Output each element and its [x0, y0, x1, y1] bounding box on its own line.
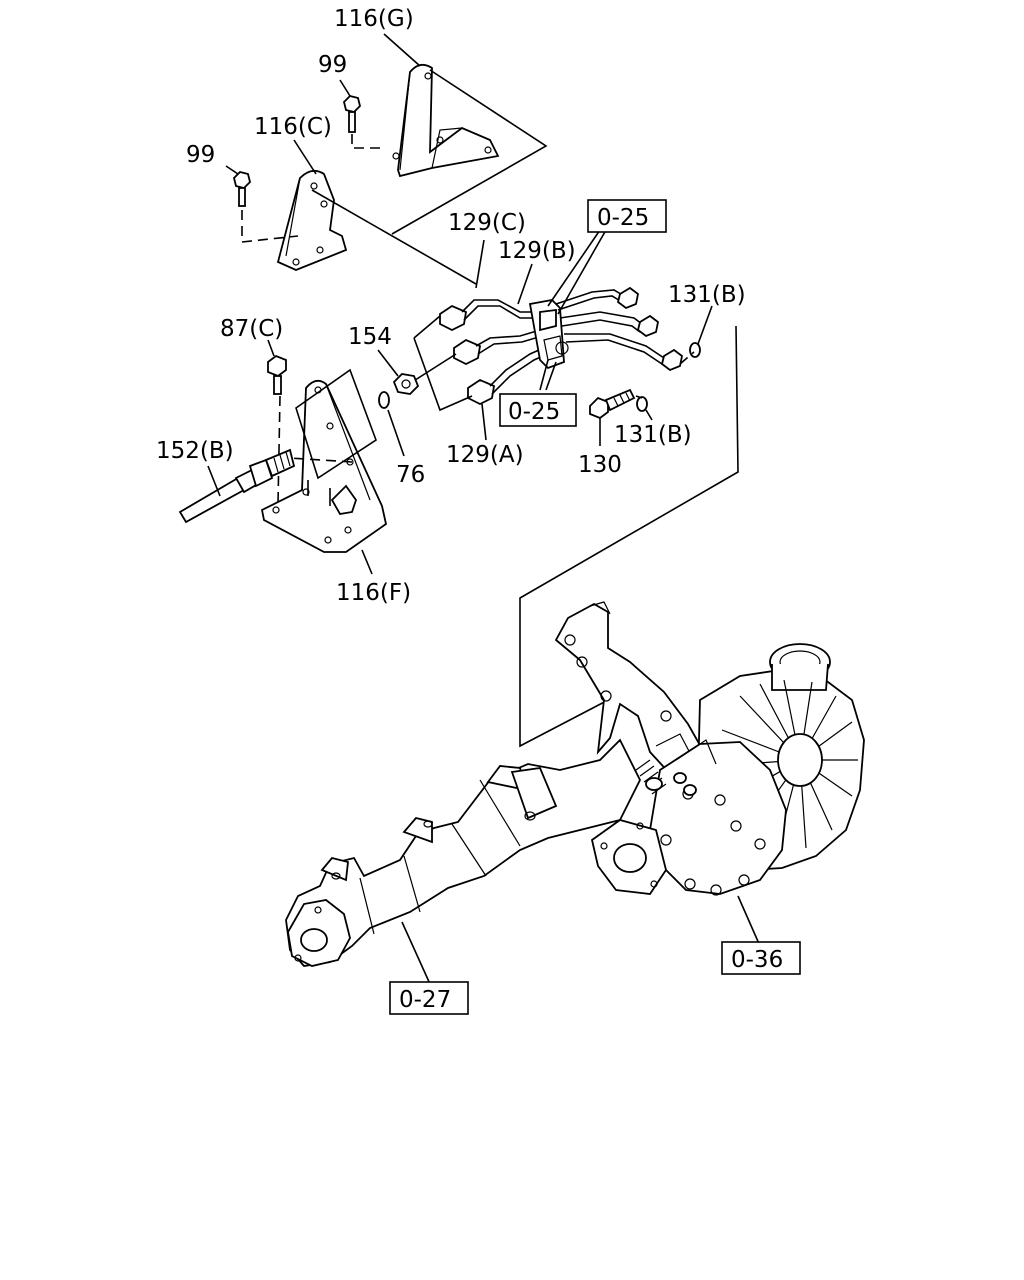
bolt-99-lower: [233, 171, 251, 207]
bracket-116f: [260, 379, 388, 553]
leader-129c-end: [413, 315, 441, 339]
leader-116c-frame: [311, 189, 477, 285]
label-129b: 129(B): [498, 238, 576, 264]
label-152b: 152(B): [156, 438, 234, 464]
ref-box-025-top[interactable]: 0-25: [587, 199, 667, 233]
washer-131b-bottom: [636, 396, 648, 412]
label-116f: 116(F): [336, 580, 411, 606]
leader-129-frame: [413, 337, 473, 412]
ref-025-mid-text: 0-25: [508, 399, 560, 425]
ref-box-027[interactable]: 0-27: [389, 981, 469, 1015]
leader-036: [737, 895, 761, 947]
label-130: 130: [578, 452, 622, 478]
label-131b-bottom: 131(B): [614, 422, 692, 448]
leader-116f-frame: [295, 368, 377, 480]
bracket-116c: [276, 169, 348, 271]
label-76: 76: [396, 462, 425, 488]
ref-box-036[interactable]: 0-36: [721, 941, 801, 975]
label-154: 154: [348, 324, 392, 350]
label-leaders: [207, 33, 713, 575]
leader-027: [401, 921, 431, 985]
leader-154-line: [411, 353, 457, 383]
leader-assembly-frame: [519, 325, 739, 748]
label-116g: 116(G): [334, 6, 414, 32]
washer-131b-top: [689, 342, 701, 358]
bolt-130: [589, 388, 636, 420]
leader-131-dash: [679, 351, 695, 365]
leader-99-lower: [241, 210, 299, 243]
ref-027-text: 0-27: [399, 987, 451, 1013]
washer-76: [378, 391, 390, 409]
ref-025-top-text: 0-25: [597, 205, 649, 231]
label-99-upper: 99: [318, 52, 347, 78]
bolt-87c: [267, 354, 287, 395]
nut-154: [392, 373, 420, 395]
bracket-116g: [392, 63, 500, 178]
label-129a: 129(A): [446, 442, 524, 468]
bolt-99-upper: [343, 95, 361, 133]
exhaust-manifold: [285, 738, 642, 967]
turbocharger: [590, 643, 865, 896]
label-87c: 87(C): [220, 316, 283, 342]
leader-99-upper: [351, 134, 386, 149]
leader-87c-dash: [277, 395, 281, 505]
leader-116g-frame: [391, 69, 548, 235]
label-129c: 129(C): [448, 210, 526, 236]
ref-box-025-mid[interactable]: 0-25: [499, 393, 577, 427]
sensor-152b: [178, 448, 296, 524]
ref-036-text: 0-36: [731, 947, 783, 973]
pipes-129: [439, 286, 683, 406]
label-116c: 116(C): [254, 114, 332, 140]
label-131b-top: 131(B): [668, 282, 746, 308]
label-99-lower: 99: [186, 142, 215, 168]
leader-130-dash: [635, 395, 643, 399]
leader-152b-dash: [289, 457, 353, 463]
